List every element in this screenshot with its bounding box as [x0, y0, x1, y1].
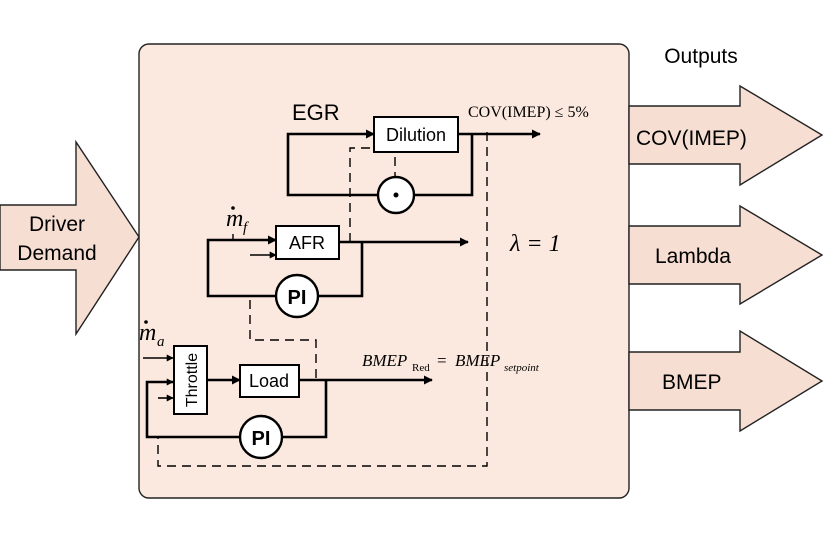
driver-demand-line1: Driver — [29, 213, 85, 236]
driver-demand-arrow — [0, 139, 140, 337]
load-pi-circle — [238, 414, 284, 460]
ma-subscript: a — [157, 334, 165, 350]
mf-subscript: f — [243, 220, 249, 236]
dashed-feedback-outer — [157, 132, 488, 467]
mf-dot — [231, 206, 235, 210]
ma-dot — [144, 320, 148, 324]
output-arrow-lambda — [628, 204, 824, 306]
bmep-equals: = — [437, 351, 447, 370]
dilution-block — [373, 116, 459, 153]
afr-feedback-wire-left — [206, 235, 277, 298]
dilution-controller-dot — [393, 192, 399, 198]
output-arrow-cov-imep — [628, 84, 824, 187]
dashed-feedback-afr-dilution — [349, 147, 373, 242]
load-block — [239, 364, 300, 398]
outputs-title: Outputs — [664, 45, 738, 68]
load-feedback-wire-right — [282, 380, 328, 439]
afr-pi-label: PI — [288, 287, 307, 309]
afr-pi-circle — [274, 273, 320, 319]
load-label: Load — [249, 371, 289, 391]
driver-demand-line2: Demand — [17, 242, 96, 265]
cov-constraint: COV(IMEP) ≤ 5% — [468, 104, 589, 121]
afr-feedback-wire-right — [317, 242, 364, 298]
bmep-lhs: BMEP — [362, 351, 407, 370]
egr-label: EGR — [292, 100, 340, 125]
output-arrow-bmep — [628, 329, 824, 433]
load-pi-label: PI — [252, 428, 271, 450]
mf-symbol: m — [226, 206, 243, 232]
throttle-label: Throttle — [184, 353, 201, 407]
afr-label: AFR — [289, 233, 325, 253]
ma-symbol: m — [139, 320, 156, 346]
dilution-feedback-wire — [414, 134, 474, 197]
lambda-equation: λ = 1 — [509, 231, 561, 257]
output-label-lambda: Lambda — [655, 245, 731, 268]
bmep-lhs-sub: Red — [412, 362, 430, 374]
dilution-label: Dilution — [386, 125, 446, 145]
load-feedback-wire-left — [145, 380, 240, 439]
dilution-feedback-wire-left — [286, 129, 377, 197]
bmep-rhs: BMEP — [455, 351, 500, 370]
output-label-cov-imep: COV(IMEP) — [636, 127, 747, 150]
bmep-rhs-sub: setpoint — [504, 362, 540, 374]
output-label-bmep: BMEP — [662, 371, 722, 394]
